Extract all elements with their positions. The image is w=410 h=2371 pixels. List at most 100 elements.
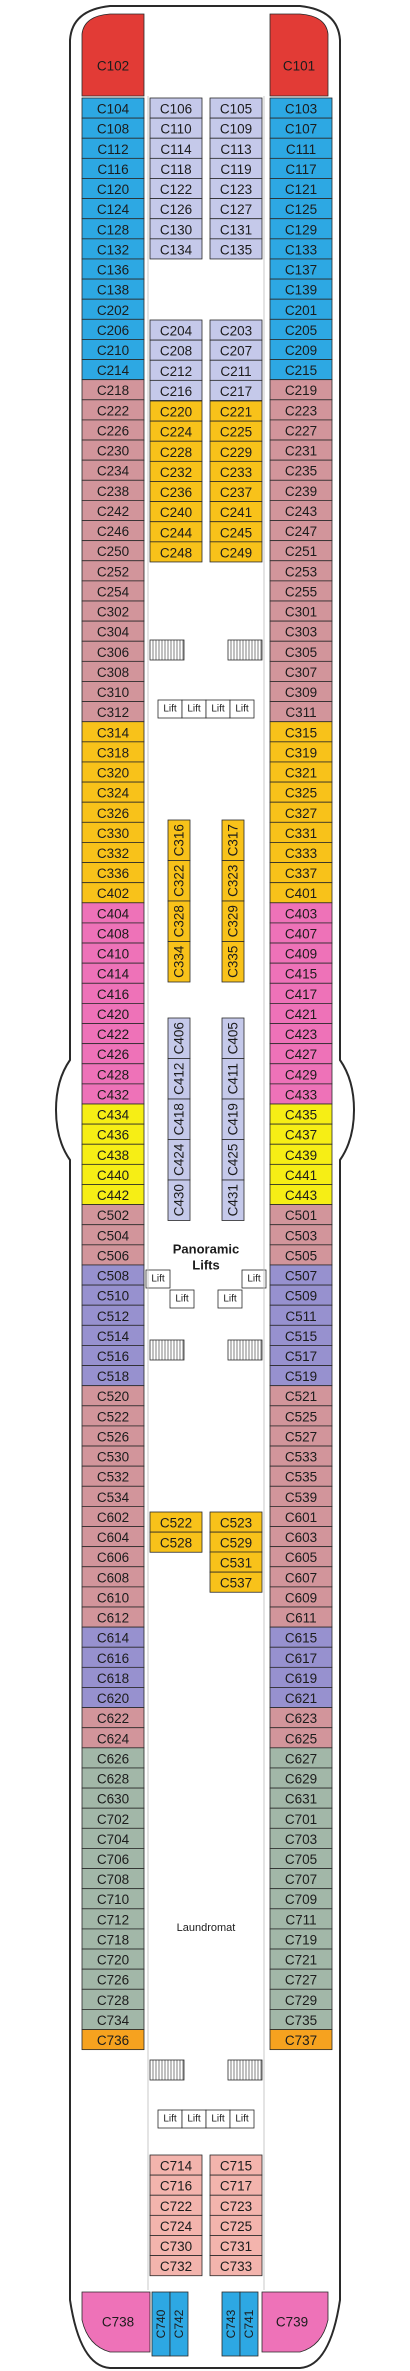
- cabin-C402[interactable]: C402: [81, 882, 145, 904]
- cabin-C123[interactable]: C123: [209, 178, 263, 199]
- cabin-C708[interactable]: C708: [81, 1868, 145, 1890]
- cabin-C201[interactable]: C201: [269, 298, 333, 320]
- cabin-C507[interactable]: C507: [269, 1264, 333, 1286]
- cabin-C419[interactable]: C419: [221, 1098, 245, 1140]
- cabin-C220[interactable]: C220: [149, 400, 203, 422]
- cabin-C421[interactable]: C421: [269, 1003, 333, 1024]
- cabin-C410[interactable]: C410: [81, 942, 145, 964]
- cabin-C208[interactable]: C208: [149, 339, 203, 361]
- cabin-C233[interactable]: C233: [209, 460, 263, 482]
- cabin-C528[interactable]: C528: [149, 1531, 203, 1553]
- cabin-C210[interactable]: C210: [81, 339, 145, 360]
- cabin-C724[interactable]: C724: [149, 2214, 203, 2236]
- cabin-C222[interactable]: C222: [81, 399, 145, 421]
- cabin-C321[interactable]: C321: [269, 761, 333, 783]
- cabin-C327[interactable]: C327: [269, 801, 333, 823]
- cabin-C741[interactable]: C741: [239, 2291, 259, 2357]
- cabin-C245[interactable]: C245: [209, 521, 263, 543]
- cabin-C415[interactable]: C415: [269, 962, 333, 984]
- cabin-C516[interactable]: C516: [81, 1345, 145, 1366]
- cabin-C229[interactable]: C229: [209, 440, 263, 462]
- cabin-C116[interactable]: C116: [81, 157, 145, 179]
- cabin-C622[interactable]: C622: [81, 1707, 145, 1729]
- cabin-C133[interactable]: C133: [269, 238, 333, 260]
- cabin-C253[interactable]: C253: [269, 560, 333, 582]
- cabin-C522[interactable]: C522: [81, 1405, 145, 1427]
- cabin-C312[interactable]: C312: [81, 701, 145, 723]
- cabin-C735[interactable]: C735: [269, 2009, 333, 2030]
- cabin-C432[interactable]: C432: [81, 1083, 145, 1105]
- cabin-C430[interactable]: C430: [167, 1179, 191, 1221]
- cabin-C518[interactable]: C518: [81, 1365, 145, 1387]
- cabin-C527[interactable]: C527: [269, 1425, 333, 1447]
- cabin-C531[interactable]: C531: [209, 1551, 263, 1573]
- cabin-C318[interactable]: C318: [81, 741, 145, 763]
- cabin-C710[interactable]: C710: [81, 1888, 145, 1910]
- cabin-C702[interactable]: C702: [81, 1807, 145, 1829]
- cabin-C317[interactable]: C317: [221, 819, 245, 861]
- lift-panoramic-2[interactable]: Lift: [169, 1289, 195, 1309]
- cabin-C131[interactable]: C131: [209, 218, 263, 240]
- cabin-C108[interactable]: C108: [81, 117, 145, 139]
- lift-aft-2[interactable]: Lift: [181, 2109, 207, 2129]
- cabin-C617[interactable]: C617: [269, 1646, 333, 1668]
- cabin-C512[interactable]: C512: [81, 1304, 145, 1326]
- cabin-C324[interactable]: C324: [81, 781, 145, 803]
- cabin-C209[interactable]: C209: [269, 339, 333, 360]
- cabin-C517[interactable]: C517: [269, 1345, 333, 1366]
- cabin-C330[interactable]: C330: [81, 821, 145, 843]
- cabin-C623[interactable]: C623: [269, 1707, 333, 1729]
- cabin-C442[interactable]: C442: [81, 1184, 145, 1205]
- cabin-C629[interactable]: C629: [269, 1767, 333, 1789]
- cabin-C529[interactable]: C529: [209, 1531, 263, 1553]
- cabin-C733[interactable]: C733: [209, 2255, 263, 2277]
- cabin-C240[interactable]: C240: [149, 501, 203, 523]
- cabin-C247[interactable]: C247: [269, 520, 333, 542]
- cabin-C602[interactable]: C602: [81, 1506, 145, 1527]
- cabin-C315[interactable]: C315: [269, 721, 333, 743]
- cabin-C411[interactable]: C411: [221, 1058, 245, 1100]
- cabin-C429[interactable]: C429: [269, 1063, 333, 1085]
- cabin-C426[interactable]: C426: [81, 1043, 145, 1065]
- cabin-C215[interactable]: C215: [269, 359, 333, 381]
- cabin-C738[interactable]: C738: [81, 2291, 151, 2353]
- cabin-C204[interactable]: C204: [149, 319, 203, 341]
- cabin-C525[interactable]: C525: [269, 1405, 333, 1427]
- cabin-C110[interactable]: C110: [149, 117, 203, 139]
- cabin-C236[interactable]: C236: [149, 481, 203, 503]
- cabin-C309[interactable]: C309: [269, 681, 333, 702]
- cabin-C202[interactable]: C202: [81, 298, 145, 320]
- lift-aft-3[interactable]: Lift: [205, 2109, 231, 2129]
- cabin-C331[interactable]: C331: [269, 821, 333, 843]
- lift-4[interactable]: Lift: [229, 699, 255, 719]
- cabin-C255[interactable]: C255: [269, 580, 333, 602]
- cabin-C424[interactable]: C424: [167, 1139, 191, 1181]
- cabin-C725[interactable]: C725: [209, 2214, 263, 2236]
- cabin-C224[interactable]: C224: [149, 420, 203, 442]
- cabin-C401[interactable]: C401: [269, 882, 333, 904]
- cabin-C248[interactable]: C248: [149, 541, 203, 563]
- cabin-C712[interactable]: C712: [81, 1908, 145, 1930]
- cabin-C743[interactable]: C743: [221, 2291, 241, 2357]
- cabin-C128[interactable]: C128: [81, 218, 145, 240]
- cabin-C737[interactable]: C737: [269, 2029, 333, 2051]
- cabin-C228[interactable]: C228: [149, 440, 203, 462]
- lift-aft-1[interactable]: Lift: [157, 2109, 183, 2129]
- cabin-C307[interactable]: C307: [269, 660, 333, 682]
- cabin-C129[interactable]: C129: [269, 218, 333, 240]
- cabin-C326[interactable]: C326: [81, 801, 145, 823]
- cabin-C605[interactable]: C605: [269, 1546, 333, 1568]
- cabin-C205[interactable]: C205: [269, 318, 333, 340]
- cabin-C122[interactable]: C122: [149, 178, 203, 199]
- cabin-C333[interactable]: C333: [269, 842, 333, 863]
- cabin-C607[interactable]: C607: [269, 1566, 333, 1588]
- cabin-C609[interactable]: C609: [269, 1586, 333, 1608]
- cabin-C238[interactable]: C238: [81, 479, 145, 501]
- cabin-C729[interactable]: C729: [269, 1988, 333, 2010]
- cabin-C243[interactable]: C243: [269, 499, 333, 521]
- lift-1[interactable]: Lift: [157, 699, 183, 719]
- cabin-C406[interactable]: C406: [167, 1017, 191, 1059]
- cabin-C620[interactable]: C620: [81, 1687, 145, 1708]
- cabin-C329[interactable]: C329: [221, 900, 245, 942]
- cabin-C716[interactable]: C716: [149, 2174, 203, 2196]
